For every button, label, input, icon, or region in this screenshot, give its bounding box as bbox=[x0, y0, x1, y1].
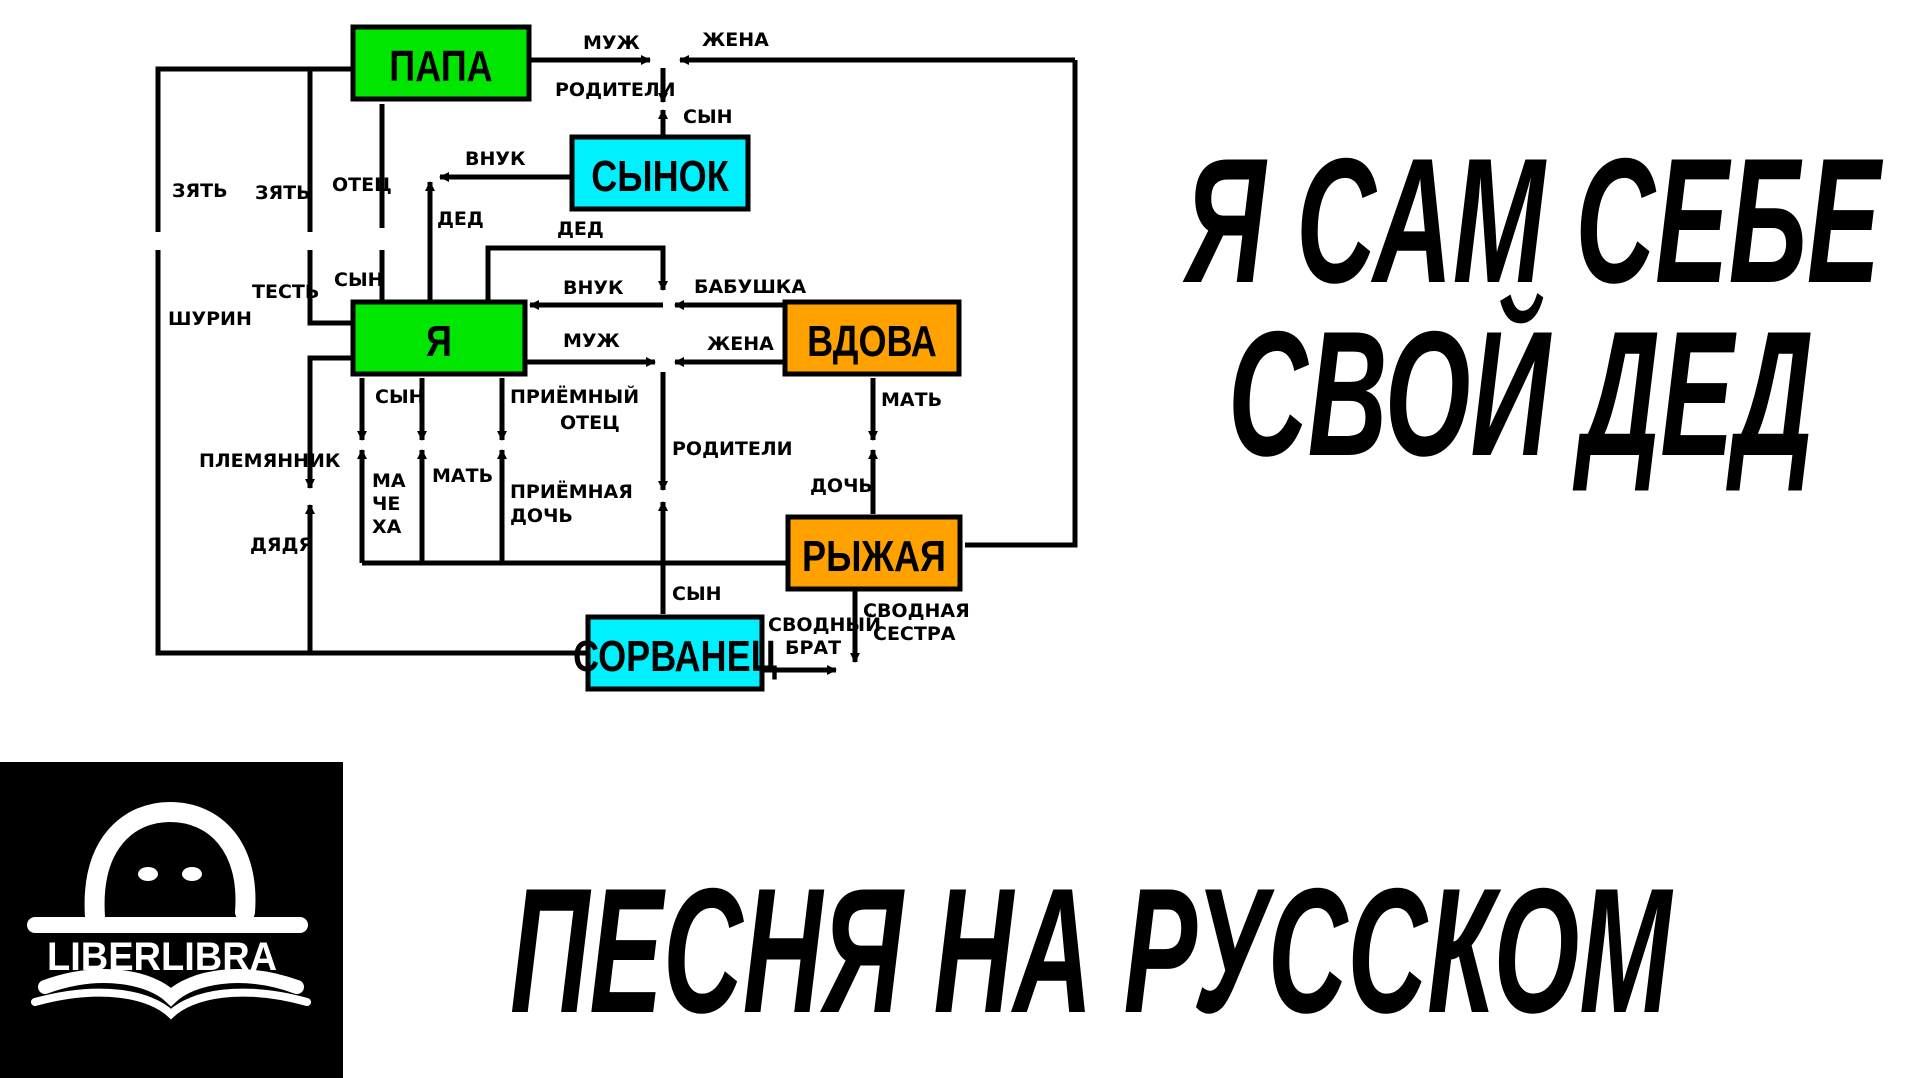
family-tree-diagram: ПАПА СЫНОК Я ВДОВА РЫЖАЯ СОРВАНЕЦ МУЖ ЖЕ… bbox=[155, 24, 1078, 692]
edge-labels: МУЖ ЖЕНА РОДИТЕЛИ СЫН ВНУК ЗЯТЬ ЗЯТЬ ОТЕ… bbox=[168, 29, 970, 659]
label-dyadya: ДЯДЯ bbox=[250, 534, 313, 556]
title-line-2: СВОЙ ДЕД bbox=[1228, 294, 1814, 493]
label-svodny-line1: СВОДНЫЙ bbox=[768, 613, 881, 636]
label-test: ТЕСТЬ bbox=[252, 281, 319, 303]
label-mat-vdova: МАТЬ bbox=[881, 389, 942, 411]
node-ya-label: Я bbox=[426, 317, 452, 366]
label-svodnaya-line2: СЕСТРА bbox=[873, 623, 956, 645]
label-vnuk-top: ВНУК bbox=[465, 148, 526, 170]
label-zyat-mid: ЗЯТЬ bbox=[255, 182, 311, 204]
node-ya: Я bbox=[350, 299, 528, 377]
liberlibra-logo: LIBERLIBRA bbox=[0, 762, 343, 1078]
node-sorvanets-label: СОРВАНЕЦ bbox=[573, 632, 778, 681]
label-zyat-left: ЗЯТЬ bbox=[172, 180, 228, 202]
label-macheha-3: ХА bbox=[372, 516, 402, 538]
label-zhena-mid: ЖЕНА bbox=[707, 333, 774, 355]
label-ded-vertical: ДЕД bbox=[437, 208, 484, 230]
node-ryzhaya: РЫЖАЯ bbox=[785, 514, 963, 592]
label-muzh-mid: МУЖ bbox=[563, 330, 620, 352]
label-shurin: ШУРИН bbox=[168, 308, 252, 330]
label-zhena-top: ЖЕНА bbox=[702, 29, 769, 51]
label-muzh-top: МУЖ bbox=[583, 32, 640, 54]
label-plemyannik: ПЛЕМЯННИК bbox=[199, 450, 341, 472]
label-macheha-2: ЧЕ bbox=[372, 493, 400, 515]
subtitle: ПЕСНЯ НА РУССКОМ bbox=[510, 851, 1672, 1050]
node-ryzhaya-label: РЫЖАЯ bbox=[802, 532, 946, 581]
connector-lines bbox=[155, 55, 1078, 675]
node-synok: СЫНОК bbox=[569, 134, 751, 212]
label-macheha-1: МА bbox=[372, 470, 406, 492]
label-babushka: БАБУШКА bbox=[694, 276, 806, 298]
label-priemny-line1: ПРИЁМНЫЙ bbox=[510, 384, 639, 408]
node-papa: ПАПА bbox=[350, 24, 532, 102]
node-vdova-label: ВДОВА bbox=[807, 317, 937, 366]
logo-emblem-icon bbox=[27, 801, 311, 1020]
label-syn-below: СЫН bbox=[375, 386, 425, 408]
label-syn-top: СЫН bbox=[683, 106, 733, 128]
label-priemnaya-line1: ПРИЁМНАЯ bbox=[510, 479, 633, 503]
node-vdova: ВДОВА bbox=[782, 299, 962, 377]
label-ded-bracket: ДЕД bbox=[557, 218, 604, 240]
label-svodny-line2: БРАТ bbox=[785, 637, 841, 659]
label-priemny-line2: ОТЕЦ bbox=[560, 412, 620, 434]
logo-text: LIBERLIBRA bbox=[47, 935, 278, 979]
node-sorvanets: СОРВАНЕЦ bbox=[573, 614, 778, 692]
label-priemnaya-line2: ДОЧЬ bbox=[510, 505, 573, 527]
label-roditeli-top: РОДИТЕЛИ bbox=[555, 79, 676, 101]
label-mat-below: МАТЬ bbox=[432, 465, 493, 487]
label-syn-ya: СЫН bbox=[334, 269, 384, 291]
node-papa-label: ПАПА bbox=[389, 42, 492, 91]
label-svodnaya-line1: СВОДНАЯ bbox=[863, 600, 970, 622]
label-doch: ДОЧЬ bbox=[810, 475, 873, 497]
label-syn-sorvanets: СЫН bbox=[672, 583, 722, 605]
title-line-1: Я САМ СЕБЕ bbox=[1185, 121, 1881, 320]
label-vnuk-mid: ВНУК bbox=[563, 277, 624, 299]
node-synok-label: СЫНОК bbox=[591, 152, 729, 201]
label-roditeli-mid: РОДИТЕЛИ bbox=[672, 438, 793, 460]
label-otets: ОТЕЦ bbox=[332, 174, 392, 196]
